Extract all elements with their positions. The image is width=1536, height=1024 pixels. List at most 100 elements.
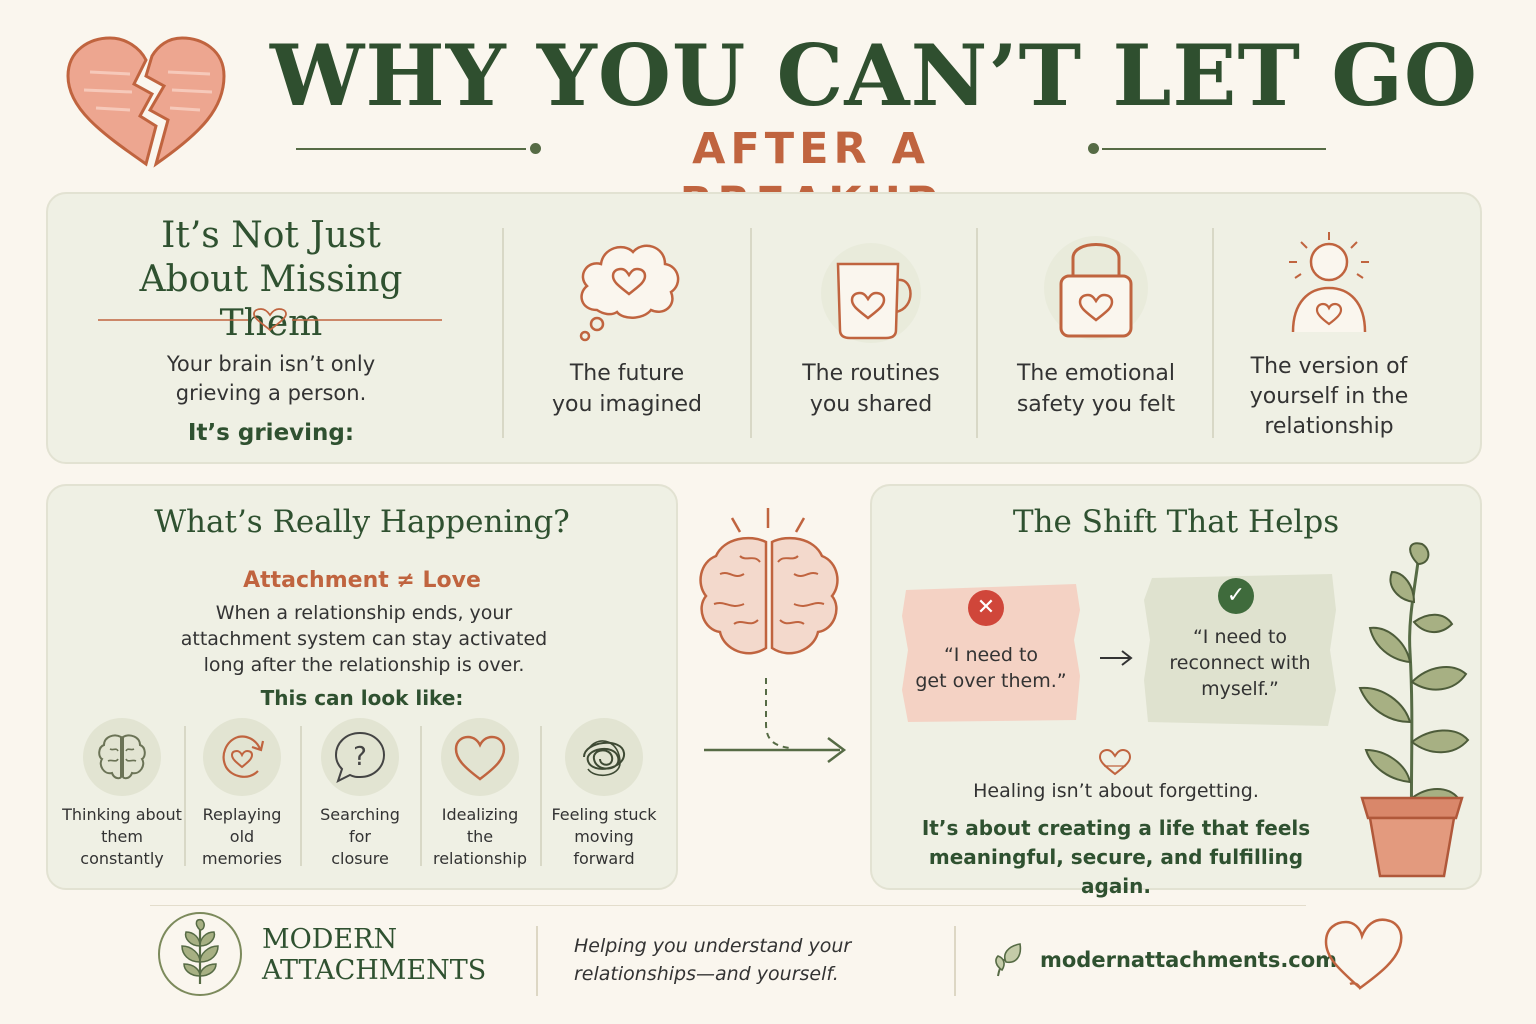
- footer-divider: [954, 926, 956, 996]
- arrow-right-icon: [1100, 650, 1133, 666]
- grieving-item-label: The future: [569, 361, 685, 386]
- subtitle-rule-left: [296, 148, 526, 150]
- shift-title: The Shift That Helps: [1012, 504, 1340, 540]
- grieving-text: Your brain isn’t only grieving a person.: [88, 350, 454, 408]
- wrong-mark-icon: ✕: [968, 590, 1004, 626]
- header: WHY YOU CAN’T LET GO AFTER A BREAKUP: [0, 0, 1536, 228]
- brush-background: [1144, 574, 1336, 726]
- look-item-replaying: Replaying old memories: [186, 716, 298, 876]
- divider: [976, 228, 978, 438]
- subtitle-rule-right: [1102, 148, 1326, 150]
- look-item-label: Replaying: [202, 805, 282, 824]
- potted-plant-icon: [1358, 542, 1470, 878]
- grieving-item-routines: The routines you shared: [764, 224, 978, 454]
- thought-cloud-heart-icon: [579, 244, 680, 342]
- look-item-stuck: Feeling stuck moving forward: [542, 716, 666, 876]
- grieving-panel: It’s Not Just About Missing Them Your br…: [46, 192, 1482, 464]
- tagline: Helping you understand your relationship…: [574, 932, 934, 988]
- tagline-line-2: relationships—and yourself.: [574, 963, 839, 985]
- quote-line: “I need to: [1192, 626, 1288, 648]
- grieving-item-label: safety you felt: [1016, 392, 1176, 417]
- svg-text:?: ?: [353, 742, 367, 772]
- quote-line: “I need to: [943, 644, 1039, 666]
- divider: [420, 726, 422, 866]
- grieving-item-safety: The emotional safety you felt: [990, 224, 1202, 454]
- look-item-label: old: [229, 827, 255, 846]
- brain-icon: [98, 734, 146, 780]
- look-item-label: Idealizing: [441, 805, 519, 824]
- icon-circle: [441, 718, 519, 796]
- person-heart-icon: [1289, 232, 1369, 333]
- quote-line: get over them.”: [915, 670, 1067, 692]
- grieving-item-label: relationship: [1264, 414, 1394, 439]
- look-item-label: relationship: [432, 849, 528, 868]
- small-heart-icon: [1098, 748, 1132, 776]
- grieving-item-future: The future you imagined: [518, 224, 736, 454]
- grieving-item-label: The routines: [802, 361, 940, 386]
- look-item-label: Feeling stuck: [551, 805, 657, 824]
- grieving-item-self: The version of yourself in the relations…: [1220, 224, 1438, 454]
- brand-name-line-2: ATTACHMENTS: [262, 955, 487, 986]
- look-item-label: constantly: [80, 849, 164, 868]
- grieving-item-label: you shared: [809, 392, 933, 417]
- subtitle-dot-left: [530, 143, 541, 154]
- replay-heart-icon: [222, 735, 265, 778]
- divider: [184, 726, 186, 866]
- look-item-label: closure: [331, 849, 389, 868]
- page-title: WHY YOU CAN’T LET GO: [270, 26, 1479, 125]
- happening-panel: What’s Really Happening? Attachment ≠ Lo…: [46, 484, 678, 890]
- subtitle-dot-right: [1088, 143, 1099, 154]
- shift-panel: The Shift That Helps ✕ “I need to get ov…: [870, 484, 1482, 898]
- happening-text-line: attachment system can stay activated: [180, 628, 548, 650]
- heart-icon: [454, 735, 506, 781]
- happening-text-line: When a relationship ends, your: [215, 602, 513, 624]
- shift-emphasis-line: meaningful, secure, and fulfilling again…: [928, 845, 1304, 898]
- divider: [502, 228, 504, 438]
- grieving-text-line-1: Your brain isn’t only: [166, 352, 376, 376]
- grieving-item-label: yourself in the: [1249, 384, 1409, 409]
- grieving-item-label: you imagined: [552, 392, 702, 417]
- broken-heart-icon: [66, 36, 226, 168]
- heart-divider-icon: [98, 308, 442, 332]
- footer-rule: [150, 905, 1306, 906]
- icon-circle: [203, 718, 281, 796]
- wrong-quote-card: ✕ “I need to get over them.”: [900, 580, 1082, 726]
- look-item-label: Thinking about: [62, 805, 182, 824]
- quote-line: myself.”: [1201, 678, 1279, 700]
- divider: [540, 726, 542, 866]
- look-item-label: Searching: [320, 805, 400, 824]
- website-link[interactable]: modernattachments.com: [1040, 948, 1338, 972]
- look-item-thinking: Thinking about them constantly: [62, 716, 182, 876]
- sprout-icon: [181, 918, 219, 984]
- divider: [300, 726, 302, 866]
- attachment-label: Attachment ≠ Love: [243, 568, 481, 593]
- look-item-label: the: [466, 827, 494, 846]
- look-item-label: memories: [201, 849, 282, 868]
- right-quote-card: ✓ “I need to reconnect with myself.”: [1142, 570, 1338, 728]
- look-item-label: forward: [573, 849, 635, 868]
- icon-circle: ?: [321, 718, 399, 796]
- subtitle-row: AFTER A BREAKUP: [296, 122, 1326, 228]
- happening-text-line: long after the relationship is over.: [203, 654, 525, 676]
- happening-title: What’s Really Happening?: [154, 504, 570, 540]
- brand-name: MODERN ATTACHMENTS: [262, 924, 522, 986]
- grieving-title-line-2: About Missing Them: [139, 259, 403, 344]
- look-item-label: them: [101, 827, 143, 846]
- grieving-item-label: The version of: [1250, 354, 1408, 379]
- quote-line: reconnect with: [1169, 652, 1311, 674]
- look-item-label: for: [349, 827, 371, 846]
- tagline-line-1: Helping you understand your: [574, 935, 852, 957]
- look-like-label: This can look like:: [260, 686, 464, 710]
- brand-name-line-1: MODERN: [262, 924, 398, 955]
- brush-background: [902, 584, 1080, 722]
- tangle-icon: [583, 740, 625, 776]
- question-bubble-icon: ?: [334, 731, 386, 783]
- grieving-item-label: The emotional: [1016, 361, 1176, 386]
- icon-circle: [83, 718, 161, 796]
- grieving-title: It’s Not Just About Missing Them: [88, 214, 454, 346]
- footer-divider: [536, 926, 538, 996]
- hand-drawn-heart-icon: [1324, 918, 1403, 990]
- shift-emphasis: It’s about creating a life that feels me…: [892, 814, 1340, 901]
- look-item-idealizing: Idealizing the relationship: [422, 716, 538, 876]
- divider: [1212, 228, 1214, 438]
